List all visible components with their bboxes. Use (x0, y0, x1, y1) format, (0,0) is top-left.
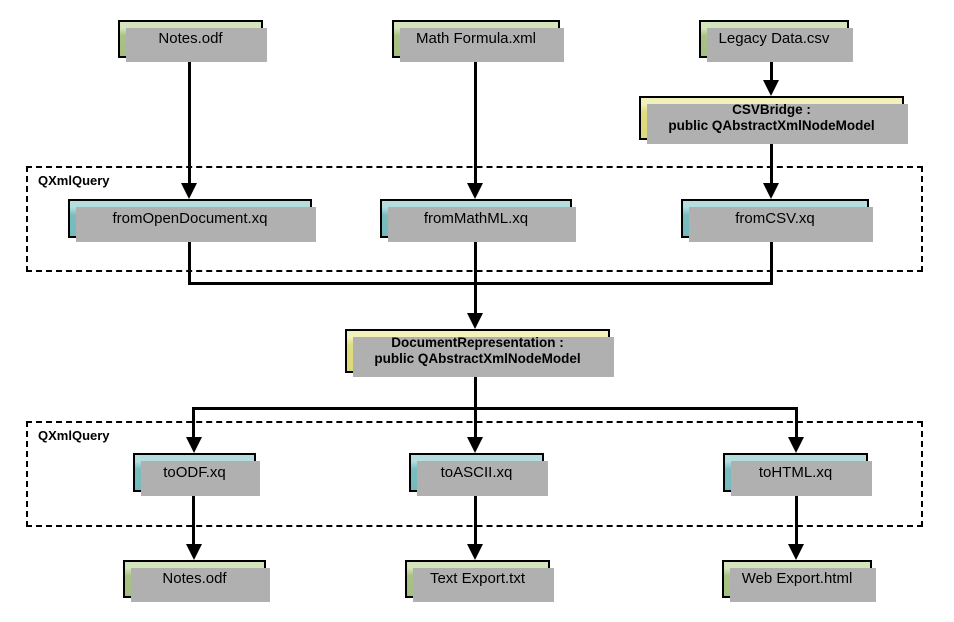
node-label: fromCSV.xq (735, 209, 815, 227)
node-label: toHTML.xq (758, 463, 833, 481)
group-label-input: QXmlQuery (38, 173, 110, 188)
arrowhead-textexport-in (467, 544, 483, 560)
connector-tohtml-to-webexport (795, 492, 798, 544)
arrowhead-documentrepresentation-in (467, 313, 483, 329)
node-label: toODF.xq (163, 463, 226, 481)
node-label: fromMathML.xq (423, 209, 529, 227)
connector-bus-to-tohtml (795, 407, 798, 437)
connector-documentrepresentation-down (474, 373, 477, 410)
arrowhead-csvbridge-in (763, 80, 779, 96)
connector-fromcsv-down (770, 238, 773, 284)
node-from-mathml-xq[interactable]: fromMathML.xq (380, 199, 576, 242)
connector-mathformula-to-frommathml (474, 58, 477, 183)
node-legacy-data-csv[interactable]: Legacy Data.csv (699, 20, 853, 62)
connector-bus-to-toodf (192, 407, 195, 437)
node-to-ascii-xq[interactable]: toASCII.xq (409, 453, 548, 496)
node-from-csv-xq[interactable]: fromCSV.xq (681, 199, 873, 242)
arrowhead-notesodf-out-in (186, 544, 202, 560)
connector-toodf-to-notesodf (192, 492, 195, 544)
node-label: Text Export.txt (429, 570, 526, 588)
connector-merge-bus (188, 282, 773, 285)
node-math-formula-xml[interactable]: Math Formula.xml (392, 20, 564, 62)
node-from-open-document-xq[interactable]: fromOpenDocument.xq (68, 199, 316, 242)
node-label: toASCII.xq (440, 463, 513, 481)
connector-csvbridge-to-fromcsv (770, 140, 773, 183)
arrowhead-toascii-in (467, 437, 483, 453)
node-text-export-txt[interactable]: Text Export.txt (405, 560, 554, 602)
node-label: Math Formula.xml (415, 30, 537, 48)
arrowhead-toodf-in (186, 437, 202, 453)
node-label: CSVBridge : public QAbstractXmlNodeModel (668, 102, 875, 133)
connector-toascii-to-textexport (474, 492, 477, 544)
arrowhead-tohtml-in (788, 437, 804, 453)
node-label: Web Export.html (741, 570, 853, 588)
group-label-output: QXmlQuery (38, 428, 110, 443)
node-to-html-xq[interactable]: toHTML.xq (723, 453, 872, 496)
connector-fromopendocument-down (188, 238, 191, 284)
node-csvbridge[interactable]: CSVBridge : public QAbstractXmlNodeModel (639, 96, 908, 144)
node-to-odf-xq[interactable]: toODF.xq (133, 453, 260, 496)
node-label: fromOpenDocument.xq (112, 209, 268, 227)
node-document-representation[interactable]: DocumentRepresentation : public QAbstrac… (345, 329, 614, 377)
arrowhead-fromopendocument-in (181, 183, 197, 199)
connector-merge-to-documentrepresentation (474, 238, 477, 313)
connector-split-bus (192, 407, 798, 410)
node-notes-odf-input[interactable]: Notes.odf (118, 20, 267, 62)
node-label: Notes.odf (162, 570, 227, 588)
node-label: Notes.odf (158, 30, 223, 48)
arrowhead-fromcsv-in (763, 183, 779, 199)
connector-notes-to-fromopendocument (188, 58, 191, 183)
node-web-export-html[interactable]: Web Export.html (722, 560, 876, 602)
connector-bus-to-toascii (474, 407, 477, 437)
arrowhead-frommathml-in (467, 183, 483, 199)
arrowhead-webexport-in (788, 544, 804, 560)
connector-legacycsv-to-csvbridge (770, 58, 773, 80)
node-label: Legacy Data.csv (718, 30, 830, 48)
node-notes-odf-output[interactable]: Notes.odf (123, 560, 270, 602)
node-label: DocumentRepresentation : public QAbstrac… (374, 335, 581, 366)
